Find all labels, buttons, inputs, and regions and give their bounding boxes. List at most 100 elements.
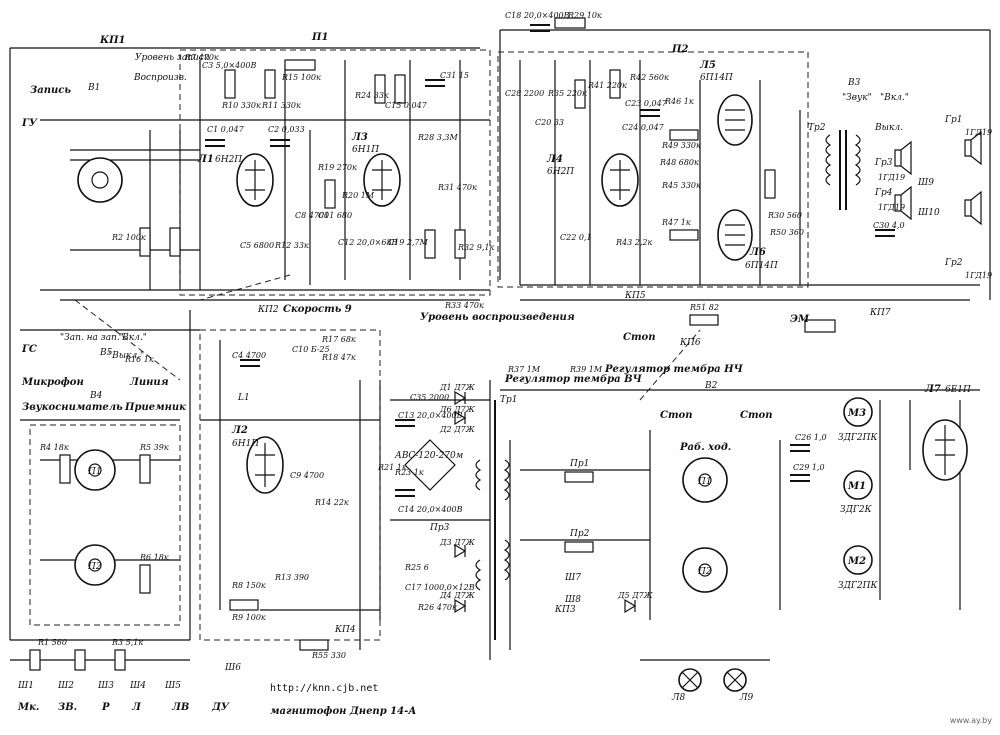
svg-text:С29 1,0: С29 1,0 bbox=[793, 463, 825, 472]
svg-text:Л1: Л1 bbox=[197, 154, 214, 165]
svg-text:6Е1П: 6Е1П bbox=[945, 385, 971, 395]
diagram-caption: магнитофон Днепр 14-А bbox=[270, 706, 417, 717]
svg-text:ЛВ: ЛВ bbox=[171, 702, 189, 713]
svg-text:R42 560к: R42 560к bbox=[629, 73, 669, 82]
svg-text:С11 680: С11 680 bbox=[318, 211, 352, 220]
svg-text:R24 33к: R24 33к bbox=[354, 91, 389, 100]
svg-text:С30 4,0: С30 4,0 bbox=[873, 221, 905, 230]
watermark: www.ay.by bbox=[949, 716, 992, 725]
svg-text:С10 Б-25: С10 Б-25 bbox=[292, 345, 330, 354]
svg-text:П2: П2 bbox=[671, 44, 688, 55]
svg-text:ЗВ.: ЗВ. bbox=[58, 702, 77, 713]
svg-text:С1 0,047: С1 0,047 bbox=[207, 125, 245, 134]
svg-text:Пр2: Пр2 bbox=[569, 529, 590, 539]
svg-text:R18 47к: R18 47к bbox=[321, 353, 356, 362]
switch-p2-left: П2 bbox=[74, 544, 116, 586]
svg-text:Гр2: Гр2 bbox=[944, 258, 963, 268]
svg-text:R17 68к: R17 68к bbox=[321, 335, 356, 344]
svg-text:Ш4: Ш4 bbox=[129, 681, 146, 691]
svg-text:Тр1: Тр1 bbox=[500, 395, 518, 405]
speakers bbox=[894, 130, 982, 226]
svg-text:Л9: Л9 bbox=[739, 693, 754, 703]
svg-text:R37 1М: R37 1М bbox=[507, 365, 541, 374]
svg-text:Мк.: Мк. bbox=[17, 702, 39, 713]
svg-text:Стоп: Стоп bbox=[623, 332, 655, 343]
svg-text:R9 100к: R9 100к bbox=[231, 613, 266, 622]
svg-text:П1: П1 bbox=[697, 477, 712, 487]
svg-text:С19 2,7М: С19 2,7М bbox=[388, 238, 429, 247]
svg-text:"Выкл.": "Выкл." bbox=[108, 351, 144, 361]
svg-text:Д3 Д7Ж: Д3 Д7Ж bbox=[439, 538, 476, 547]
svg-text:Ш7: Ш7 bbox=[564, 573, 581, 583]
svg-text:КП2: КП2 bbox=[257, 305, 279, 315]
svg-text:R48 680к: R48 680к bbox=[659, 158, 699, 167]
svg-text:С23 0,047: С23 0,047 bbox=[625, 99, 668, 108]
svg-text:ГУ: ГУ bbox=[21, 118, 38, 129]
svg-text:Пр1: Пр1 bbox=[569, 459, 589, 469]
svg-text:Тр2: Тр2 bbox=[808, 123, 826, 133]
svg-text:Воспроизв.: Воспроизв. bbox=[133, 73, 187, 83]
svg-text:1ГД19: 1ГД19 bbox=[878, 173, 905, 182]
svg-text:R7 470к: R7 470к bbox=[184, 53, 219, 62]
svg-text:R25 6: R25 6 bbox=[404, 563, 429, 572]
svg-text:R50 360: R50 360 bbox=[769, 228, 804, 237]
svg-text:Д1 Д7Ж: Д1 Д7Ж bbox=[439, 383, 476, 392]
svg-text:Ш10: Ш10 bbox=[917, 208, 940, 218]
svg-text:М3: М3 bbox=[847, 408, 866, 419]
svg-text:С5 6800: С5 6800 bbox=[240, 241, 274, 250]
svg-text:В4: В4 bbox=[89, 391, 103, 401]
svg-text:С3 5,0×400В: С3 5,0×400В bbox=[202, 61, 256, 70]
svg-text:R35 220к: R35 220к bbox=[547, 89, 587, 98]
output-transformer bbox=[825, 130, 861, 210]
svg-text:Стоп: Стоп bbox=[740, 410, 772, 421]
svg-text:КП7: КП7 bbox=[869, 308, 891, 318]
svg-text:С18 20,0×400В: С18 20,0×400В bbox=[505, 11, 570, 20]
svg-text:П1: П1 bbox=[87, 467, 102, 477]
tube-L1: Л1 6Н2П bbox=[197, 153, 274, 207]
svg-text:С4 4700: С4 4700 bbox=[232, 351, 266, 360]
svg-text:6П14П: 6П14П bbox=[745, 261, 778, 271]
svg-text:В3: В3 bbox=[847, 78, 861, 88]
svg-text:R55 330: R55 330 bbox=[311, 651, 346, 660]
svg-text:Ш5: Ш5 bbox=[164, 681, 181, 691]
svg-text:С20 33: С20 33 bbox=[535, 118, 564, 127]
svg-text:Ш1: Ш1 bbox=[17, 681, 34, 691]
svg-text:Гр1: Гр1 bbox=[944, 115, 962, 125]
svg-text:В5: В5 bbox=[99, 348, 113, 358]
svg-text:С31 15: С31 15 bbox=[440, 71, 469, 80]
svg-text:R3 5,1к: R3 5,1к bbox=[111, 638, 143, 647]
svg-text:С13 20,0×400В: С13 20,0×400В bbox=[398, 411, 463, 420]
switch-p2-right: П2 bbox=[682, 547, 728, 593]
svg-text:R26 470к: R26 470к bbox=[417, 603, 457, 612]
source-url[interactable]: http://knn.cjb.net bbox=[270, 683, 379, 694]
svg-text:R30 560: R30 560 bbox=[767, 211, 802, 220]
svg-text:Микрофон: Микрофон bbox=[21, 377, 84, 388]
svg-text:Выкл.: Выкл. bbox=[874, 123, 903, 133]
svg-text:Л: Л bbox=[131, 702, 142, 713]
svg-text:КП6: КП6 bbox=[679, 338, 701, 348]
svg-text:Д6 Д7Ж: Д6 Д7Ж bbox=[439, 405, 476, 414]
svg-text:R41 220к: R41 220к bbox=[587, 81, 627, 90]
svg-text:Уровень воспроизведения: Уровень воспроизведения bbox=[420, 312, 575, 323]
svg-text:R33 470к: R33 470к bbox=[444, 301, 484, 310]
svg-text:R8 150к: R8 150к bbox=[231, 581, 266, 590]
svg-text:R12 33к: R12 33к bbox=[274, 241, 309, 250]
svg-text:АВС-120-270м: АВС-120-270м bbox=[394, 451, 463, 461]
svg-text:Л4: Л4 bbox=[546, 154, 563, 165]
svg-text:6Н2П: 6Н2П bbox=[547, 167, 574, 177]
svg-text:R29 10к: R29 10к bbox=[567, 11, 602, 20]
power-transformer bbox=[475, 400, 510, 640]
svg-text:Л7: Л7 bbox=[924, 384, 941, 395]
svg-text:R23 1к: R23 1к bbox=[394, 468, 424, 477]
svg-text:ГС: ГС bbox=[21, 344, 37, 355]
svg-text:ЗДГ2К: ЗДГ2К bbox=[840, 505, 873, 515]
svg-text:R14 22к: R14 22к bbox=[314, 498, 349, 507]
svg-text:R2 100к: R2 100к bbox=[111, 233, 146, 242]
svg-text:Д5 Д7Ж: Д5 Д7Ж bbox=[617, 591, 654, 600]
svg-text:R19 270к: R19 270к bbox=[317, 163, 357, 172]
svg-text:R6 18к: R6 18к bbox=[139, 553, 169, 562]
svg-text:КП1: КП1 bbox=[99, 35, 126, 46]
svg-text:В2: В2 bbox=[704, 381, 718, 391]
svg-text:"Вкл.": "Вкл." bbox=[880, 93, 909, 103]
tube-L4: Л4 6Н2П bbox=[546, 153, 639, 207]
